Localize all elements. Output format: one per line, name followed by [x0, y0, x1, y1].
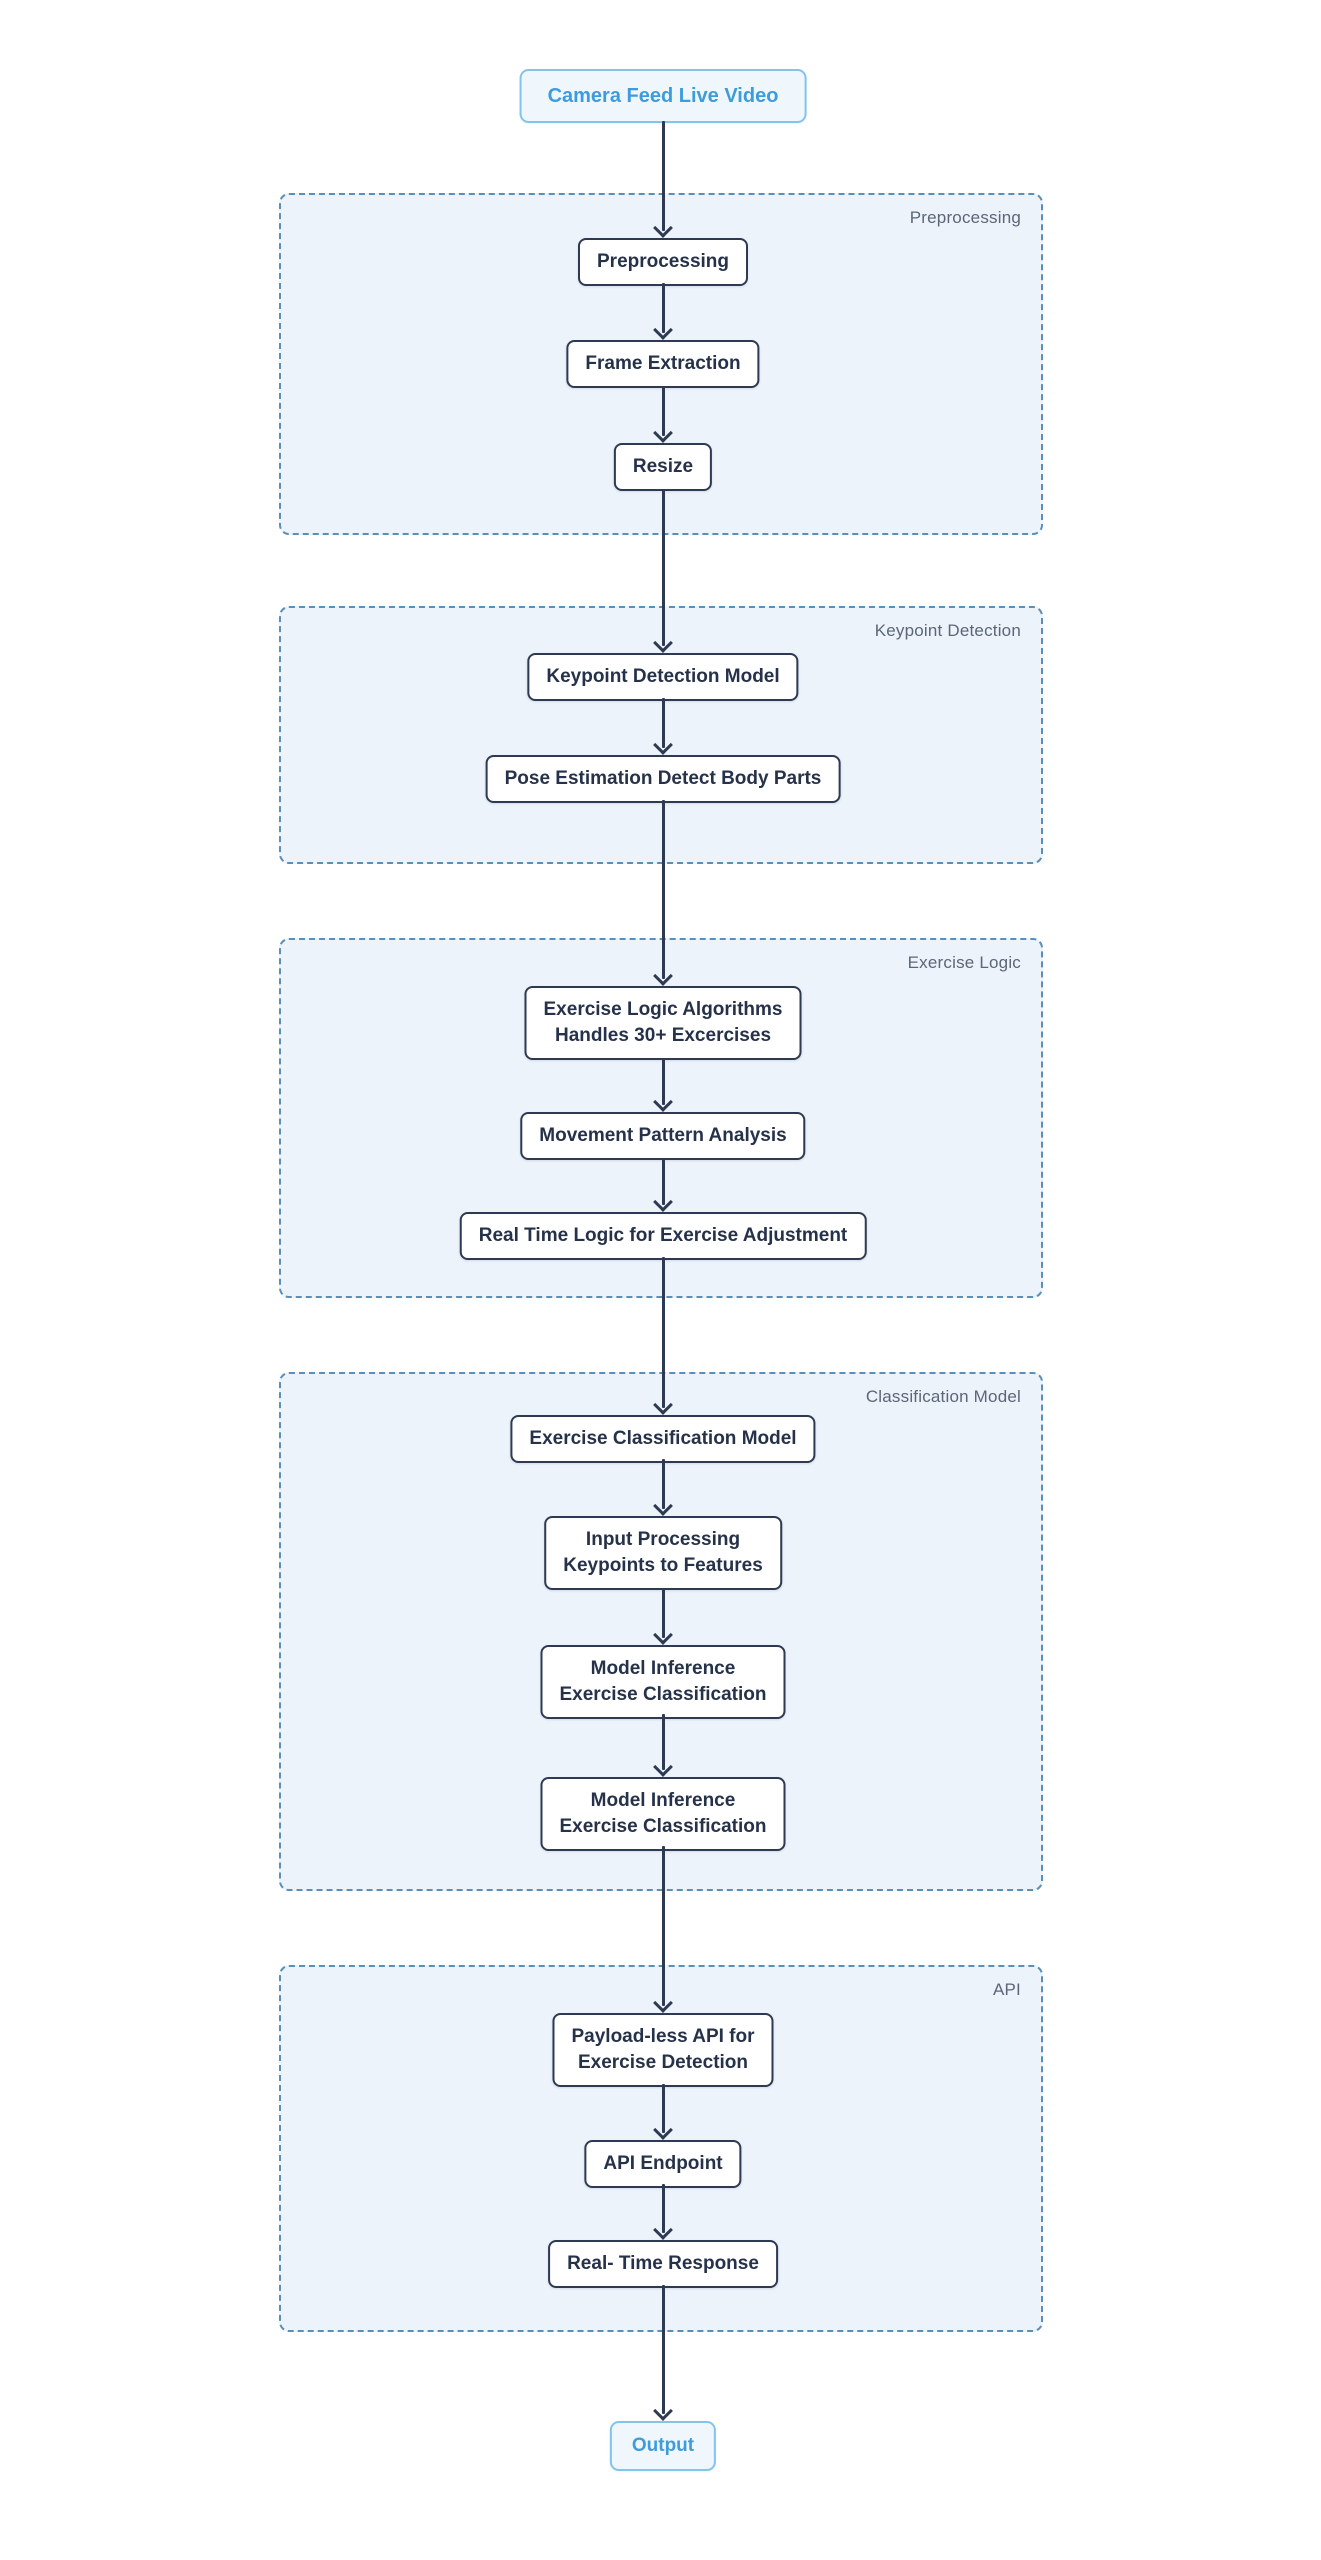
node-payload-less-api: Payload-less API for Exercise Detection [552, 2013, 774, 2087]
group-exercise-logic-label: Exercise Logic [907, 953, 1021, 972]
arrow-model-inference-1-to-model-inference-2 [653, 1714, 673, 1775]
arrow-real-time-logic-to-classification-model [653, 1257, 673, 1413]
arrow-movement-pattern-to-real-time-logic [653, 1158, 673, 1210]
node-preprocessing: Preprocessing [578, 238, 748, 286]
group-preprocessing-label: Preprocessing [909, 208, 1021, 227]
node-exercise-logic-algorithms: Exercise Logic Algorithms Handles 30+ Ex… [524, 986, 802, 1060]
arrow-real-time-response-to-output [653, 2285, 673, 2419]
arrow-input-processing-to-model-inference-1 [653, 1588, 673, 1643]
node-input-processing: Input Processing Keypoints to Features [544, 1516, 782, 1590]
node-real-time-response: Real- Time Response [548, 2240, 778, 2288]
arrow-keypoint-model-to-pose-estimation [653, 698, 673, 753]
node-pose-estimation: Pose Estimation Detect Body Parts [485, 755, 841, 803]
node-exercise-classification-model: Exercise Classification Model [510, 1415, 816, 1463]
node-model-inference-1: Model Inference Exercise Classification [540, 1645, 786, 1719]
arrow-payload-api-to-api-endpoint [653, 2084, 673, 2138]
group-classification-model-label: Classification Model [865, 1387, 1021, 1406]
arrow-exercise-logic-to-movement-pattern [653, 1058, 673, 1110]
node-model-inference-2: Model Inference Exercise Classification [540, 1777, 786, 1851]
arrow-preprocessing-to-frame-extraction [653, 283, 673, 338]
node-api-endpoint: API Endpoint [584, 2140, 742, 2188]
arrow-pose-estimation-to-exercise-logic [653, 800, 673, 984]
node-movement-pattern-analysis: Movement Pattern Analysis [520, 1112, 806, 1160]
arrow-frame-extraction-to-resize [653, 386, 673, 441]
arrow-api-endpoint-to-real-time-response [653, 2184, 673, 2238]
group-api-label: API [992, 1980, 1021, 1999]
node-keypoint-detection-model: Keypoint Detection Model [527, 653, 799, 701]
arrow-model-inference-2-to-payload-api [653, 1846, 673, 2011]
node-real-time-logic: Real Time Logic for Exercise Adjustment [459, 1212, 867, 1260]
node-frame-extraction: Frame Extraction [566, 340, 760, 388]
node-resize: Resize [613, 443, 713, 491]
end-node-output: Output [609, 2421, 717, 2471]
start-node-camera-feed: Camera Feed Live Video [519, 69, 807, 123]
arrow-camera-to-preprocessing [653, 121, 673, 236]
arrow-classification-model-to-input-processing [653, 1459, 673, 1514]
arrow-resize-to-keypoint-model [653, 489, 673, 651]
group-keypoint-detection-label: Keypoint Detection [874, 621, 1021, 640]
